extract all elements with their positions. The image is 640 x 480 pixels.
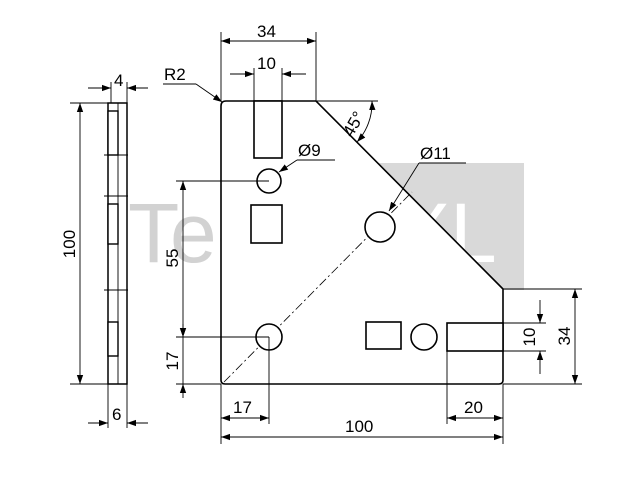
right-slot — [446, 322, 504, 352]
dim-overall-width: 100 — [221, 384, 504, 444]
dim-hole-large: Ø11 — [388, 144, 466, 212]
dim-label-thickness-bottom: 6 — [112, 405, 121, 424]
dim-hole-spacing-vertical: 55 — [163, 180, 269, 338]
dim-label-slot-width-right: 10 — [520, 328, 539, 347]
dim-slot-length-right: 20 — [446, 351, 503, 424]
dim-hole-offset-vertical: 17 — [163, 324, 221, 398]
top-slot — [253, 100, 283, 159]
square-cutout-left — [250, 204, 283, 244]
hole-bottom-middle — [410, 323, 438, 351]
dim-label-hole-offset-vertical: 17 — [163, 352, 182, 371]
dim-radius: R2 — [163, 65, 223, 103]
side-nut-middle — [107, 203, 119, 245]
dim-label-hole-small: Ø9 — [298, 141, 321, 160]
dim-label-slot-length-right: 20 — [464, 398, 483, 417]
dim-label-thickness-top: 4 — [114, 71, 123, 90]
side-nut-bottom — [107, 321, 119, 357]
front-view — [220, 100, 504, 385]
dim-label-slot-width-top: 10 — [257, 54, 276, 73]
dim-side-height: 100 — [60, 102, 108, 385]
dim-label-radius: R2 — [164, 65, 186, 84]
dim-slot-width-top: 10 — [230, 54, 306, 101]
dim-hole-small: Ø9 — [278, 141, 335, 173]
dim-label-hole-spacing-vertical: 55 — [163, 249, 182, 268]
dim-slot-width-right: 10 — [503, 300, 546, 374]
dim-label-hole-large: Ø11 — [420, 144, 451, 163]
dim-right-height: 34 — [503, 288, 582, 385]
dim-top-width: 34 — [220, 22, 317, 101]
dim-label-top-width: 34 — [257, 22, 276, 41]
dim-label-right-height: 34 — [555, 327, 574, 346]
side-nut-top — [107, 110, 119, 156]
dim-thickness-top: 4 — [88, 71, 148, 103]
dim-label-hole-offset-horizontal: 17 — [233, 398, 252, 417]
dim-label-side-height: 100 — [60, 230, 79, 258]
side-view — [104, 102, 128, 385]
dim-label-overall-width: 100 — [345, 417, 373, 436]
corner-plate-outline — [220, 100, 504, 385]
hole-center-large — [364, 211, 396, 243]
dim-thickness-bottom: 6 — [88, 384, 148, 428]
square-cutout-bottom — [365, 321, 402, 350]
